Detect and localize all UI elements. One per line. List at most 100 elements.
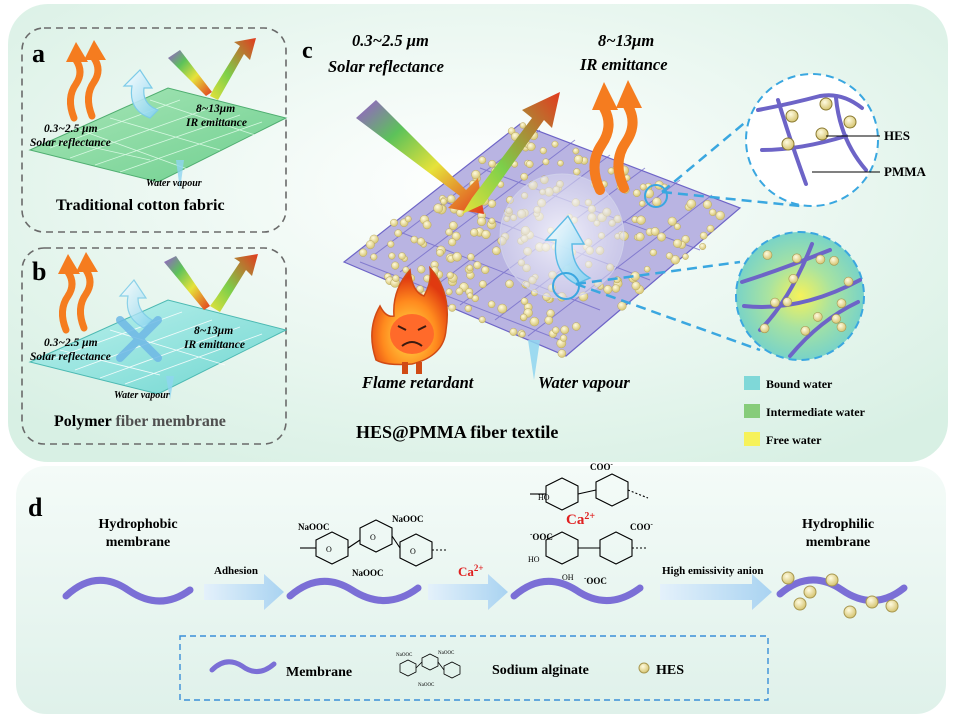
flame-retardant-label: Flame retardant (361, 373, 474, 392)
hes-bead (650, 227, 660, 236)
hes-bead (470, 228, 479, 237)
hes-bead (487, 199, 497, 208)
hes-bead (560, 325, 570, 335)
hes-bead (452, 252, 462, 262)
legend-hes-icon (638, 662, 650, 674)
step-arrow-hes (660, 574, 772, 610)
hes-bead (448, 221, 458, 230)
hes-bead (394, 229, 403, 238)
hes-bead (358, 248, 368, 257)
ir-arrowhead (592, 82, 618, 110)
solar-range-label: 0.3~2.5 μm (44, 123, 98, 135)
hes-bead (770, 297, 780, 308)
eggbox-ho-1: HO (538, 493, 550, 502)
hes-bead (652, 197, 662, 207)
hes-bead (488, 159, 496, 168)
hes-bead (392, 274, 400, 282)
ir-range-label: 8~13μm (598, 31, 654, 50)
minus-sup: - (584, 574, 587, 582)
hes-bead (519, 331, 526, 338)
heat-arrowhead (84, 40, 106, 60)
water-vapour-drip (176, 160, 184, 190)
hes-bead (526, 142, 536, 152)
hes-bead (829, 255, 839, 266)
solar-reflectance-label: Solar reflectance (30, 137, 111, 149)
legend-alginate-naooc-2: NaOOC (438, 651, 455, 656)
hes-bead (631, 281, 641, 291)
water-vapour-arrow (118, 279, 153, 329)
legend-hes-label: HES (656, 663, 684, 678)
zoom-circle-molecular (745, 73, 879, 207)
legend-box (179, 635, 769, 701)
hes-bead (639, 183, 647, 191)
hydrophilic-label-line2: membrane (806, 535, 871, 550)
hes-bead (673, 238, 682, 248)
hes-bead (759, 323, 770, 334)
hes-bead (617, 301, 627, 311)
hes-bead (451, 231, 461, 241)
hes-bead (542, 158, 550, 166)
hes-bead (635, 232, 645, 242)
legend-swatch-free (744, 432, 760, 446)
ir-emittance-label: IR emittance (183, 339, 245, 351)
hes-bead (573, 154, 584, 165)
orange-heat-arrows (67, 54, 102, 122)
ir-outgoing-arrow (210, 254, 258, 312)
hes-bead (478, 316, 486, 324)
hes-bead (572, 322, 581, 331)
hes-bead (791, 253, 802, 264)
hes-bead (519, 122, 527, 129)
panel-c-caption: HES@PMMA fiber textile (356, 422, 558, 442)
sodium-alginate-structure: NaOOC NaOOC NaOOC O O O (298, 514, 448, 578)
ca-superscript: 2+ (474, 563, 484, 573)
alginate-o-1: O (326, 545, 332, 554)
hes-bead (505, 279, 514, 289)
hes-bead (815, 254, 826, 265)
hes-bead (481, 265, 490, 275)
hes-bead (387, 240, 395, 248)
ooc-text: OOC (586, 576, 607, 586)
water-vapour-label: Water vapour (538, 373, 630, 392)
hes-bead (477, 216, 487, 227)
step-arrow-calcium (428, 574, 508, 610)
hes-bead (544, 315, 554, 325)
legend-membrane-icon (209, 659, 277, 674)
hes-bead (520, 297, 529, 305)
hes-bead (836, 322, 847, 332)
hes-bead (762, 250, 773, 260)
hes-bead (699, 231, 708, 240)
hes-bead (525, 160, 534, 169)
hes-bead (471, 169, 481, 180)
step-label-adhesion: Adhesion (214, 565, 258, 577)
legend-label-intermediate: Intermediate water (766, 405, 866, 419)
legend-alginate-label: Sodium alginate (492, 663, 589, 678)
hes-bead (410, 235, 419, 244)
hes-bead (557, 159, 564, 167)
solar-incoming-arrow (168, 50, 212, 96)
hes-label: HES (884, 128, 910, 143)
heat-arrowhead (66, 42, 88, 62)
legend-label-free: Free water (766, 433, 822, 447)
hes-bead (551, 140, 559, 148)
hes-bead (800, 325, 811, 336)
minus-sup: - (530, 530, 533, 538)
zoom-leader-lines (575, 119, 801, 352)
hes-bead (552, 326, 560, 334)
hes-bead (464, 304, 472, 313)
heat-arrowhead (76, 252, 98, 272)
eggbox-ho-2: HO (528, 555, 540, 564)
membranes (62, 576, 908, 605)
hes-bead (455, 287, 464, 296)
ca-sup: 2+ (584, 511, 595, 522)
hes-bead (416, 237, 426, 246)
hes-bead (473, 261, 482, 270)
hydrophobic-label-line2: membrane (106, 535, 171, 550)
hes-bead (643, 265, 651, 273)
ooc-text: OOC (532, 532, 553, 542)
eggbox-coo-1: COO- (590, 460, 614, 472)
hes-bead (670, 255, 680, 265)
egg-box-calcium-structure: COO- COO- -OOC -OOC HO HO OH Ca2+ (528, 460, 654, 586)
hes-bead (559, 334, 568, 342)
hes-bead (448, 303, 457, 312)
